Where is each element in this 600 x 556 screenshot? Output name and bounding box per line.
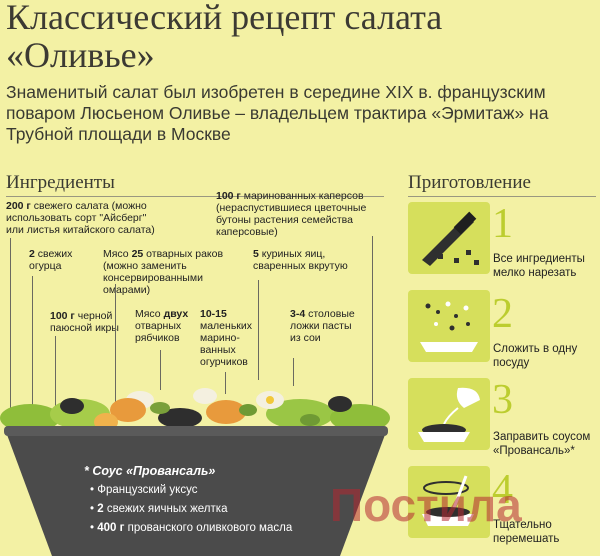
step-4-text: Тщательно перемешать <box>493 519 560 545</box>
ingredients-header: Ингредиенты <box>6 172 115 193</box>
leader-crayfish <box>115 284 116 404</box>
ingredient-caviar: 100 г черной паюсной икры <box>50 310 119 334</box>
egg-slices <box>126 388 284 409</box>
ingredient-cucumbers: 2 свежих огурца <box>29 248 73 272</box>
page-title: Классический рецепт салата «Оливье» <box>6 0 442 74</box>
step-1-number: 1 <box>492 201 513 247</box>
title-line-1: Классический рецепт салата <box>6 0 443 37</box>
ingredient-capers: 100 г маринованных каперсов (нераспустив… <box>216 190 367 238</box>
leader-soy <box>293 358 294 386</box>
step-3-illustration <box>408 378 490 450</box>
leader-eggs <box>258 280 259 380</box>
ingredient-soy: 3-4 столовые ложки пасты из сои <box>290 308 355 344</box>
ingredients-divider <box>6 196 384 197</box>
plate-icon <box>420 301 478 352</box>
step-1-text: Все ингредиенты мелко нарезать <box>493 253 585 279</box>
ingredient-gherkins: 10-15 маленьких марино-ванных огурчиков <box>200 308 253 368</box>
preparation-divider <box>408 196 596 197</box>
step-3-text: Заправить соусом «Провансаль»* <box>493 431 591 457</box>
whisk-icon <box>422 475 474 526</box>
step-2-number: 2 <box>492 291 513 337</box>
knife-icon <box>422 211 479 266</box>
sauce-item: • 2 свежих яичных желтка <box>90 503 228 515</box>
bowl-rim <box>4 426 388 436</box>
leader-cucumbers <box>32 276 33 406</box>
sauce-title: * Соус «Провансаль» <box>84 464 216 478</box>
leader-capers <box>372 236 373 406</box>
sauce-boat-icon <box>418 387 480 442</box>
step-2-text: Сложить в одну посуду <box>493 343 578 369</box>
sauce-block: * Соус «Провансаль» • Французский уксус … <box>84 462 292 538</box>
preparation-header: Приготовление <box>408 172 531 193</box>
leader-gherkins <box>225 372 226 394</box>
ingredient-salad: 200 г свежего салата (можно использовать… <box>6 200 155 236</box>
step-1-illustration <box>408 202 490 274</box>
salad-bowl-illustration <box>0 388 390 556</box>
ingredient-eggs: 5 куриных яиц, сваренных вкрутую <box>253 248 348 272</box>
step-4-number: 4 <box>492 467 513 513</box>
sauce-item: • 400 г прованского оливкового масла <box>90 522 293 534</box>
ingredient-crayfish: Мясо 25 отварных раков (можно заменить к… <box>103 248 224 296</box>
subtitle: Знаменитый салат был изобретен в середин… <box>6 82 549 144</box>
ingredient-grouse: Мясо двух отварных рябчиков <box>135 308 189 344</box>
bowl <box>6 432 386 556</box>
step-3-number: 3 <box>492 377 513 423</box>
sauce-item: • Французский уксус <box>90 484 198 496</box>
leader-caviar <box>55 336 56 406</box>
step-4-illustration <box>408 466 490 538</box>
title-line-2: «Оливье» <box>6 35 155 75</box>
caviar-clusters <box>60 396 352 428</box>
leader-grouse <box>160 350 161 390</box>
watermark: Постила <box>330 479 522 531</box>
gherkin-slices <box>150 402 320 426</box>
step-2-illustration <box>408 290 490 362</box>
leader-salad <box>10 238 11 410</box>
